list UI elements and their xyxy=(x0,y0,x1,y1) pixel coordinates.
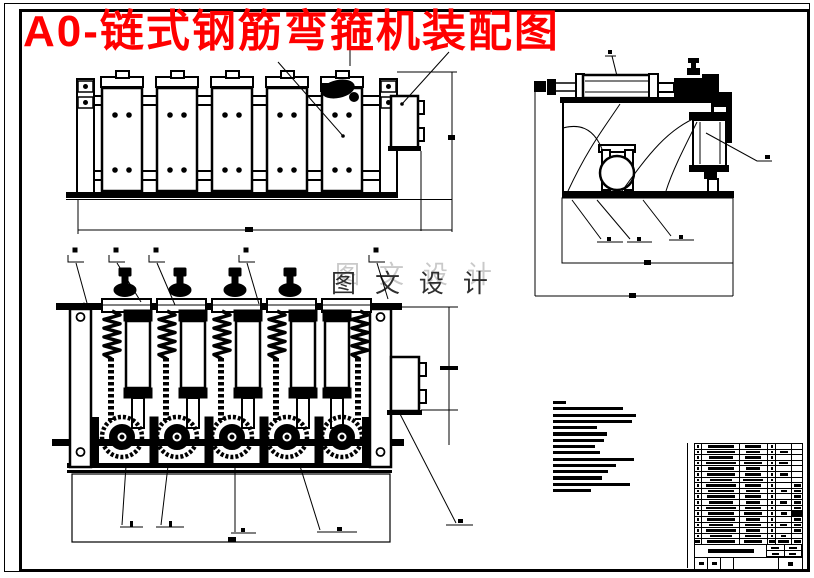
table-row xyxy=(695,522,802,529)
redacted-text-line xyxy=(553,438,604,442)
redacted-text-line xyxy=(553,488,591,493)
table-row xyxy=(695,466,802,473)
table-row xyxy=(695,460,802,467)
bom-table xyxy=(694,443,803,571)
title-block xyxy=(695,545,802,559)
table-row xyxy=(695,477,802,484)
redacted-text-line xyxy=(553,470,608,474)
table-row xyxy=(695,455,802,461)
redacted-text-line xyxy=(553,426,597,430)
table-row xyxy=(695,516,802,523)
redacted-text-line xyxy=(553,401,566,405)
redacted-text-line xyxy=(553,457,634,461)
redacted-text-line xyxy=(553,476,602,480)
title-block-name-cell xyxy=(695,545,767,558)
bom-stamp-row xyxy=(695,539,802,546)
table-row xyxy=(695,488,802,495)
table-row xyxy=(695,444,802,450)
redacted-text-line xyxy=(553,482,630,486)
table-row xyxy=(695,505,802,512)
table-row xyxy=(695,483,802,489)
redacted-text-line xyxy=(553,413,636,417)
table-row xyxy=(695,528,802,534)
title-block-bottom xyxy=(695,558,802,570)
table-row xyxy=(695,533,802,540)
bom-rows xyxy=(695,444,803,540)
table-row xyxy=(695,500,802,506)
table-row xyxy=(695,449,802,456)
redacted-text-line xyxy=(553,432,607,436)
redacted-text-line xyxy=(553,407,623,411)
redacted-text-line xyxy=(553,463,616,467)
sheet-inner-border xyxy=(19,9,810,572)
technical-requirements-redacted xyxy=(553,401,636,495)
redacted-text-line xyxy=(553,451,600,455)
drawing-title: A0-链式钢筋弯箍机装配图 xyxy=(23,7,560,56)
table-row xyxy=(695,472,802,478)
redacted-text-line xyxy=(553,444,595,449)
watermark-text: 图 文 设 计 xyxy=(331,270,494,298)
title-block-grid xyxy=(767,545,802,558)
table-side-line xyxy=(687,443,688,568)
redacted-text-line xyxy=(553,419,632,424)
table-row xyxy=(695,494,802,501)
table-row xyxy=(695,511,803,517)
